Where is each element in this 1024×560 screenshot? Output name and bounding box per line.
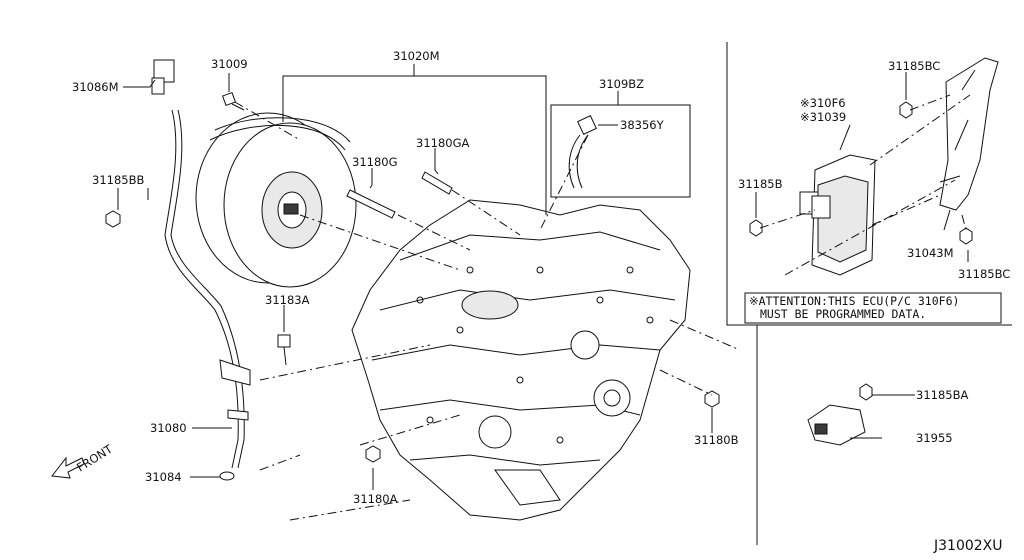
label-31185BC-bottom: 31185BC — [958, 267, 1010, 281]
label-31185BA: 31185BA — [916, 388, 968, 402]
label-31185BB: 31185BB — [92, 173, 144, 187]
label-31180G: 31180G — [352, 155, 398, 169]
label-31955: 31955 — [916, 431, 953, 445]
diagram-reference-code: J31002XU — [933, 538, 1003, 554]
attention-line-1: ※ATTENTION:THIS ECU(P/C 310F6) — [749, 294, 959, 308]
label-31185BC-top: 31185BC — [888, 59, 940, 73]
sensor — [807, 404, 866, 446]
ecu-panel-frame — [726, 42, 1012, 545]
attention-box — [744, 292, 1002, 324]
leader-lines — [117, 64, 969, 490]
label-31086M: 31086M — [72, 80, 119, 94]
ecu-module — [799, 154, 876, 276]
charging-pipe — [151, 59, 251, 481]
label-3109BZ: 3109BZ — [599, 77, 644, 91]
assembly-lines — [234, 94, 971, 521]
ecu-bracket — [939, 57, 999, 211]
label-31183A: 31183A — [265, 293, 310, 307]
label-31084: 31084 — [145, 470, 182, 484]
label-31180GA: 31180GA — [416, 136, 469, 150]
label-38356Y: 38356Y — [620, 118, 665, 132]
transmission-assembly — [351, 199, 691, 521]
label-31039: ※31039 — [800, 110, 846, 124]
label-31180B: 31180B — [694, 433, 739, 447]
label-31009: 31009 — [211, 57, 248, 71]
label-31043M: 31043M — [907, 246, 954, 260]
label-31080: 31080 — [150, 421, 187, 435]
label-310F6: ※310F6 — [800, 96, 846, 110]
front-label: FRONT — [74, 441, 116, 474]
hose-group — [550, 104, 691, 198]
label-31020M: 31020M — [393, 49, 440, 63]
torque-converter — [195, 112, 357, 288]
front-arrow-icon — [51, 456, 85, 479]
bolts — [105, 91, 973, 463]
label-31185B: 31185B — [738, 177, 783, 191]
attention-line-2: MUST BE PROGRAMMED DATA. — [760, 307, 926, 321]
label-31180A: 31180A — [353, 492, 398, 506]
